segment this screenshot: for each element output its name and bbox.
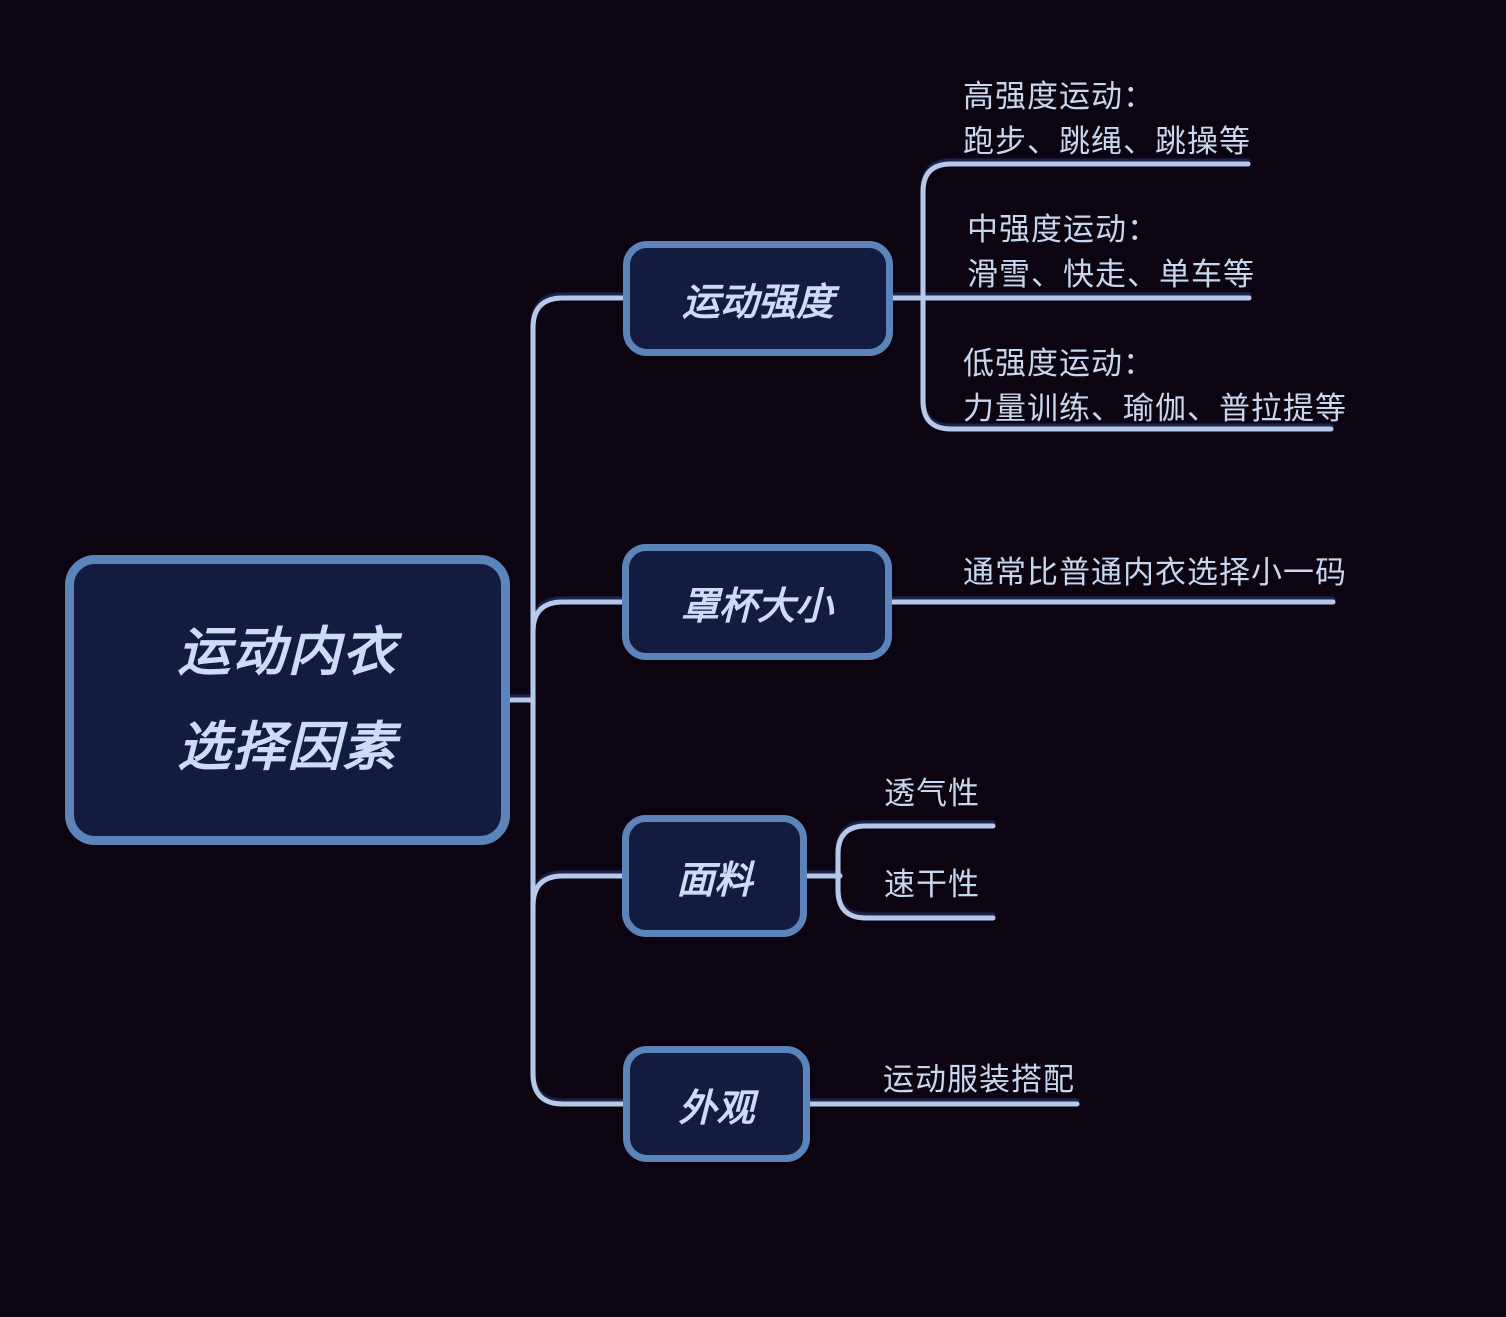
branch-node-cup-size[interactable]: 罩杯大小 bbox=[622, 544, 892, 660]
branch-node-exercise-intensity[interactable]: 运动强度 bbox=[623, 241, 893, 356]
leaf-cup-size-tip[interactable]: 通常比普通内衣选择小一码 bbox=[963, 555, 1347, 590]
leaf-low-intensity[interactable]: 低强度运动： 力量训练、瑜伽、普拉提等 bbox=[963, 346, 1347, 426]
edge-branch-cup-size bbox=[530, 599, 627, 635]
branch-node-label: 外观 bbox=[678, 1087, 755, 1130]
root-node-label: 运动内衣 选择因素 bbox=[177, 623, 398, 777]
leaf-breathability[interactable]: 透气性 bbox=[884, 776, 980, 811]
leaf-high-intensity[interactable]: 高强度运动： 跑步、跳绳、跳操等 bbox=[963, 79, 1251, 159]
branch-node-fabric[interactable]: 面料 bbox=[622, 815, 807, 937]
branch-node-label: 罩杯大小 bbox=[680, 585, 833, 628]
edge-trunk bbox=[530, 295, 628, 1107]
leaf-medium-intensity[interactable]: 中强度运动： 滑雪、快走、单车等 bbox=[967, 212, 1255, 292]
branch-node-label: 面料 bbox=[676, 859, 753, 902]
edge-branch-fabric bbox=[530, 873, 627, 909]
root-node-selection-factors[interactable]: 运动内衣 选择因素 bbox=[65, 555, 510, 845]
branch-node-label: 运动强度 bbox=[681, 282, 834, 324]
branch-node-appearance[interactable]: 外观 bbox=[623, 1046, 810, 1162]
leaf-sportswear-matching[interactable]: 运动服装搭配 bbox=[883, 1062, 1075, 1097]
leaf-quick-drying[interactable]: 速干性 bbox=[884, 867, 980, 902]
edge-intensity-bracket bbox=[920, 161, 1334, 432]
edge-fabric-bracket bbox=[835, 823, 996, 921]
